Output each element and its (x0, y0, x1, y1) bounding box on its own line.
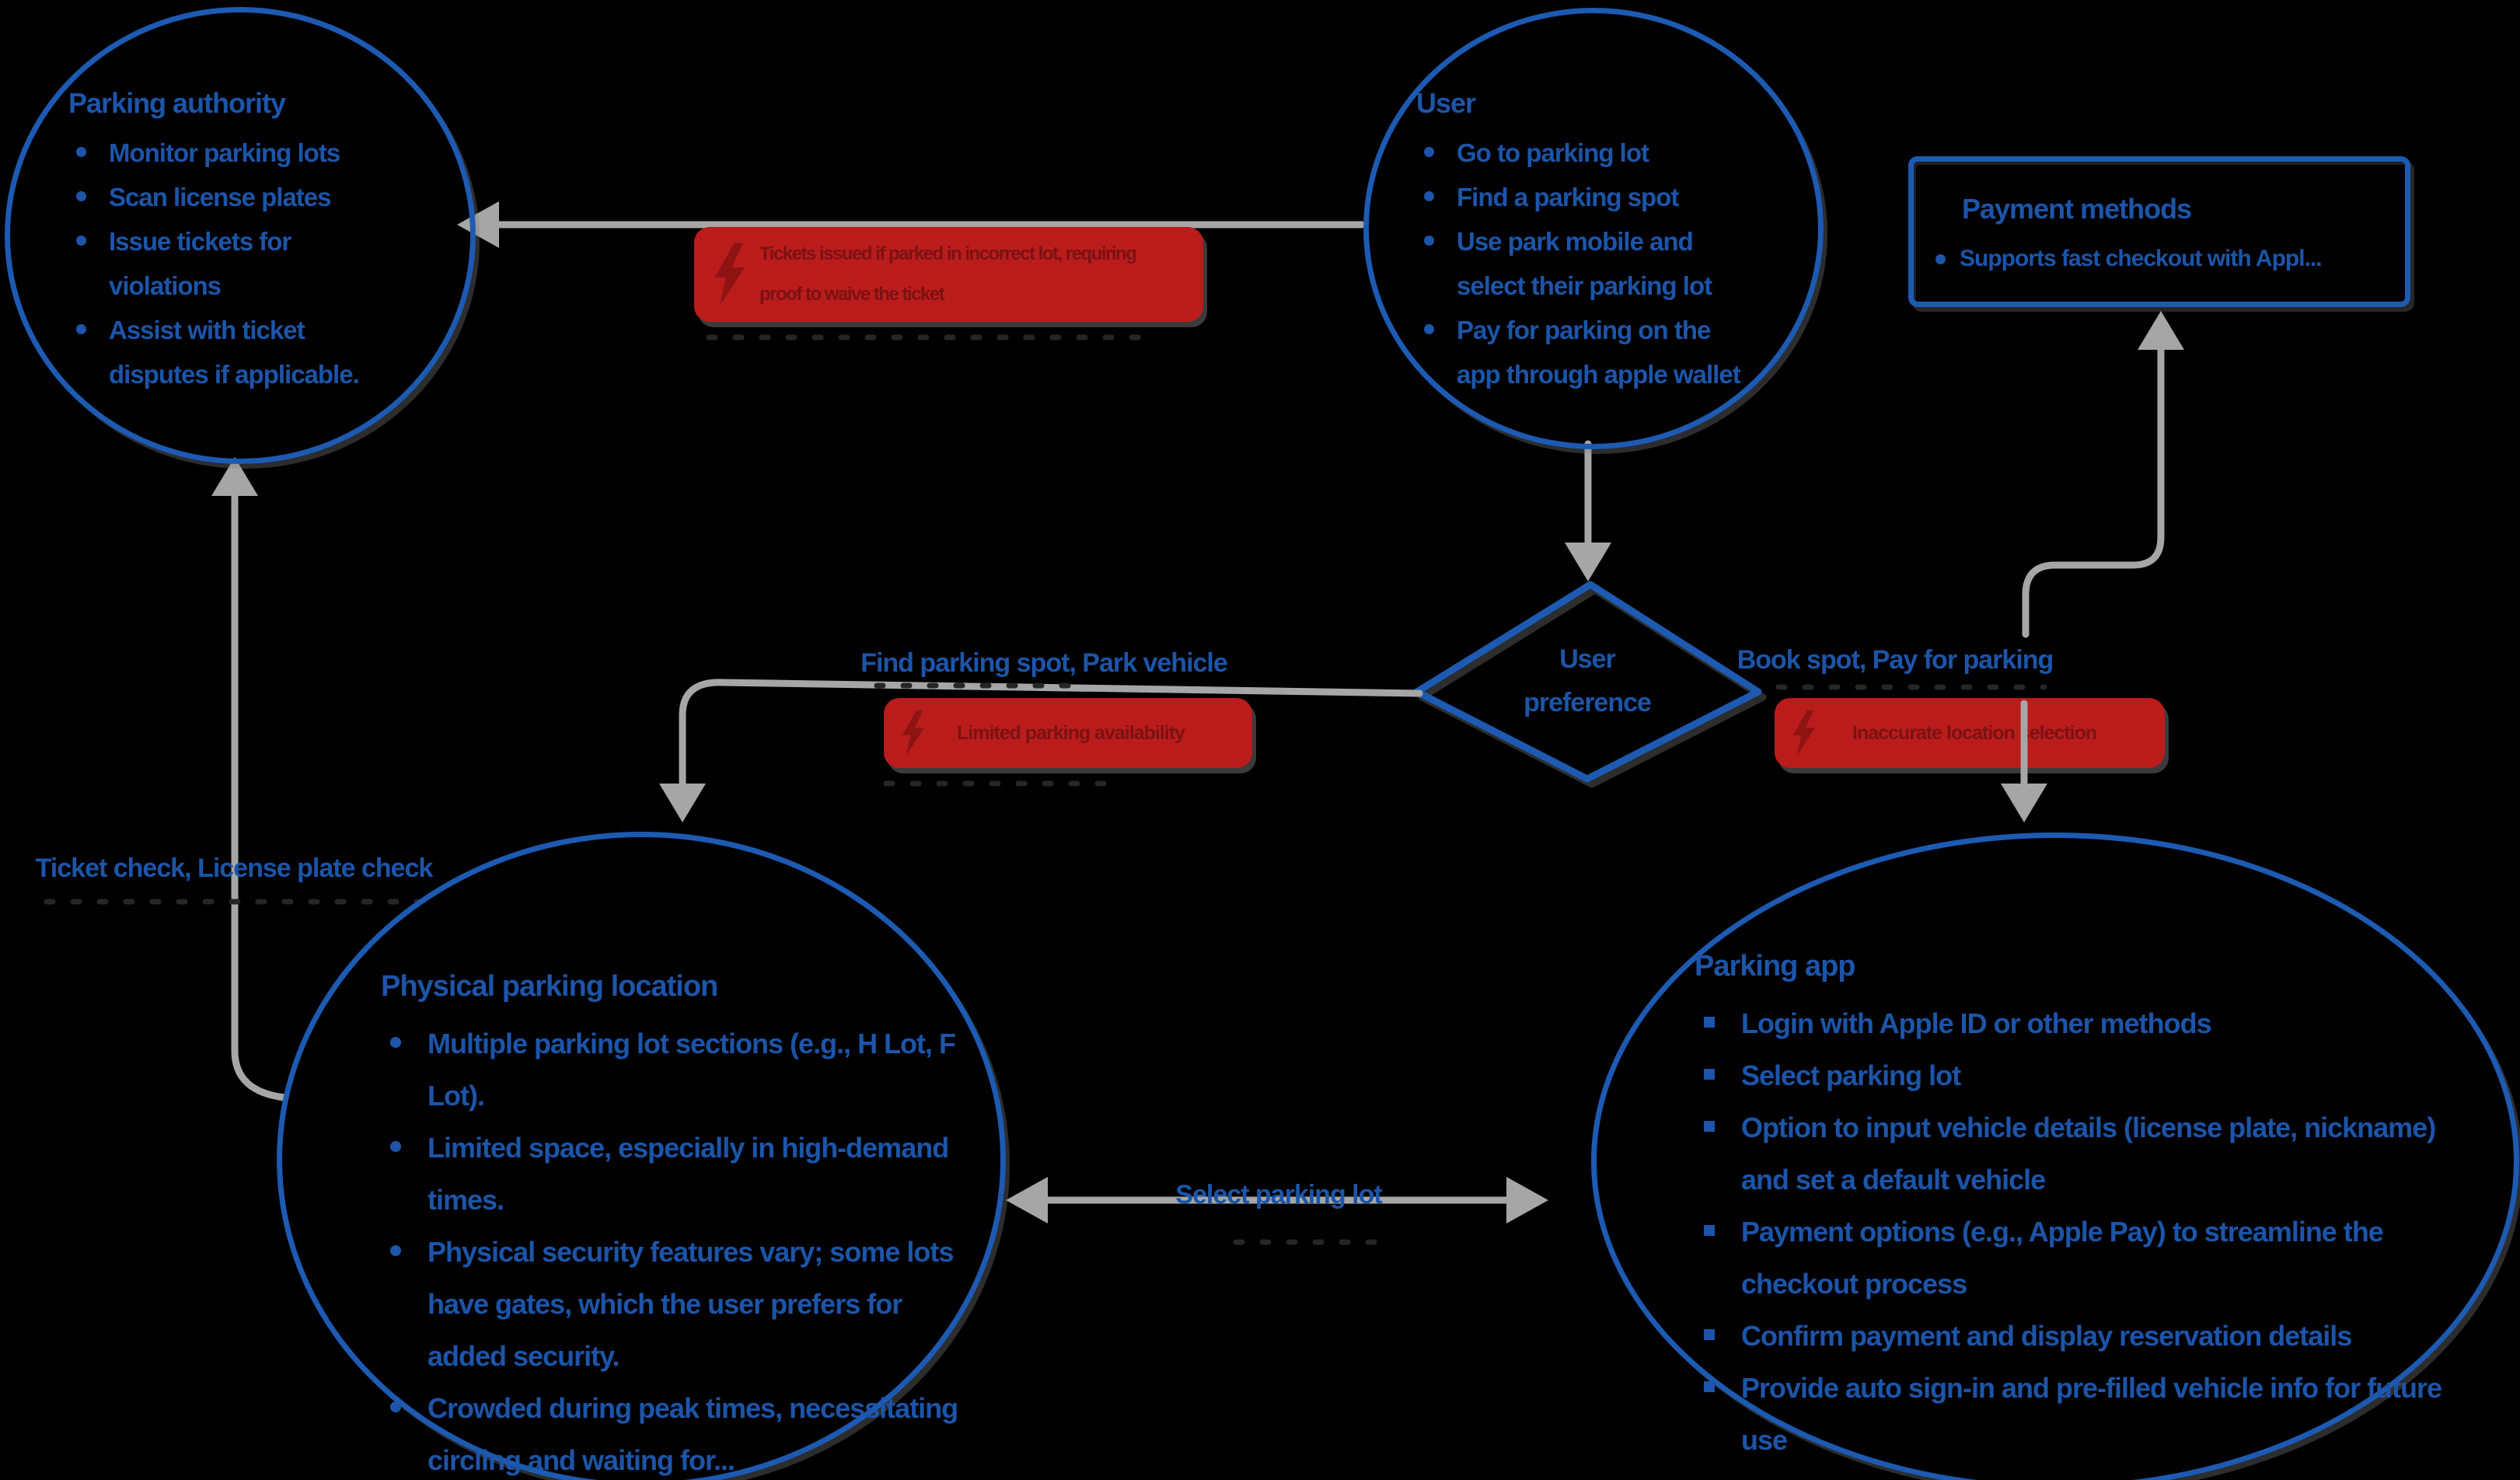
bullet-dot-icon (1424, 236, 1434, 246)
list-item-text: Assist with ticket disputes if applicabl… (109, 316, 360, 389)
list-item: Provide auto sign-in and pre-filled vehi… (1695, 1362, 2487, 1466)
bullet-dot-icon (76, 324, 86, 334)
edge-label-select-lot: Select parking lot (1175, 1180, 1382, 1209)
list-item-text: Limited space, especially in high-demand… (428, 1132, 949, 1216)
user-node (1363, 8, 1824, 449)
arrowhead-left-icon (457, 201, 499, 248)
arrow-physical-to-parking-authority (231, 494, 288, 1101)
lightning-icon (902, 710, 925, 756)
arrowhead-up-icon (2138, 311, 2184, 350)
list-item: Supports fast checkout with Appl... (1914, 246, 2405, 272)
list-item-text: Confirm payment and display reservation … (1741, 1320, 2352, 1352)
bullet-dot-icon (1424, 324, 1434, 334)
list-item-text: Multiple parking lot sections (e.g., H L… (428, 1028, 956, 1112)
arrowhead-up-icon (211, 457, 258, 496)
callout-text: Limited parking availability (957, 721, 1185, 744)
arrow-preference-to-physical (679, 679, 1423, 787)
bullet-dot-icon (76, 147, 86, 157)
node-title: Parking app (1695, 950, 1856, 983)
list-item: Physical security features vary; some lo… (381, 1226, 987, 1382)
bullet-dot-icon (390, 1037, 401, 1048)
arrowhead-down-icon (2001, 784, 2047, 822)
list-item-text: Crowded during peak times, necessitating… (428, 1392, 958, 1476)
physical-parking-location-node (277, 832, 1006, 1480)
list-item-text: Monitor parking lots (109, 138, 340, 167)
list-item: Limited space, especially in high-demand… (381, 1122, 987, 1226)
edge-label-ticket-check: Ticket check, License plate check (35, 853, 434, 883)
parking-app-content: Parking app Login with Apple ID or other… (1695, 950, 2487, 1466)
list-item: Assist with ticket disputes if applicabl… (68, 308, 395, 396)
callout-inaccurate-location: Inaccurate location selection (1775, 698, 2165, 768)
parking-authority-content: Parking authority Monitor parking lots S… (68, 87, 395, 396)
node-title: Parking authority (68, 87, 286, 119)
list-item-text: Go to parking lot (1457, 138, 1649, 167)
bullet-dot-icon (1935, 253, 1946, 264)
bullet-square-icon (1704, 1225, 1715, 1236)
list-item: Login with Apple ID or other methods (1695, 997, 2487, 1049)
list-item: Monitor parking lots (68, 131, 395, 175)
bullet-dot-icon (1424, 191, 1434, 201)
bullet-square-icon (1704, 1069, 1715, 1080)
list-item: Issue tickets for violations (68, 219, 395, 308)
list-item-text: Physical security features vary; some lo… (428, 1236, 954, 1372)
list-item-text: Use park mobile and select their parking… (1457, 227, 1712, 300)
payment-methods-node: Payment methods Supports fast checkout w… (1908, 156, 2410, 307)
bullet-square-icon (1704, 1121, 1715, 1132)
list-item-text: Payment options (e.g., Apple Pay) to str… (1741, 1216, 2384, 1300)
callout-tickets-issued: Tickets issued if parked in incorrect lo… (694, 227, 1203, 322)
bullet-square-icon (1704, 1017, 1715, 1028)
bullet-dot-icon (76, 236, 86, 246)
list-item-text: Pay for parking on the app through apple… (1457, 316, 1741, 389)
bullet-dot-icon (76, 191, 86, 201)
arrowhead-down-icon (1565, 543, 1611, 581)
arrow-to-payment-methods (2022, 346, 2165, 638)
parking-authority-node (5, 7, 476, 464)
list-item-text: Login with Apple ID or other methods (1741, 1007, 2212, 1039)
list-item: Go to parking lot (1416, 131, 1758, 175)
list-item-text: Select parking lot (1741, 1059, 1961, 1091)
callout-text: Tickets issued if parked in incorrect lo… (759, 243, 1137, 305)
bullet-dot-icon (390, 1245, 401, 1256)
node-title: Payment methods (1962, 193, 2192, 225)
list-item: Select parking lot (1695, 1049, 2487, 1101)
user-preference-decision-diamond (1413, 581, 1762, 783)
edge-label-book-pay: Book spot, Pay for parking (1736, 645, 2054, 675)
list-item: Use park mobile and select their parking… (1416, 219, 1758, 308)
list-item-text: Provide auto sign-in and pre-filled vehi… (1741, 1372, 2442, 1456)
list-item: Pay for parking on the app through apple… (1416, 308, 1758, 396)
physical-parking-location-content: Physical parking location Multiple parki… (381, 970, 987, 1480)
lightning-icon (714, 243, 745, 306)
arrowhead-down-icon (659, 784, 706, 822)
user-content: User Go to parking lot Find a parking sp… (1416, 87, 1758, 396)
list-item-text: Issue tickets for violations (109, 227, 291, 300)
node-title: User (1416, 87, 1476, 119)
arrowhead-right-icon (1506, 1177, 1548, 1223)
parking-app-node (1591, 832, 2519, 1480)
list-item: Find a parking spot (1416, 175, 1758, 219)
user-preference-node-label: User preference (1524, 644, 1652, 717)
edge-label-find-park: Find parking spot, Park vehicle (860, 648, 1228, 678)
lightning-icon (1792, 710, 1816, 756)
bullet-dot-icon (1424, 147, 1434, 157)
list-item: Scan license plates (68, 175, 395, 219)
bullet-dot-icon (390, 1401, 401, 1412)
list-item: Option to input vehicle details (license… (1695, 1101, 2487, 1206)
bullet-square-icon (1704, 1381, 1715, 1392)
list-item: Multiple parking lot sections (e.g., H L… (381, 1018, 987, 1122)
arrowhead-left-icon (1006, 1177, 1048, 1223)
list-item-text: Find a parking spot (1457, 183, 1679, 211)
callout-limited-parking: Limited parking availability (884, 698, 1252, 768)
list-item: Confirm payment and display reservation … (1695, 1310, 2487, 1362)
list-item-text: Option to input vehicle details (license… (1741, 1112, 2436, 1196)
bullet-dot-icon (390, 1141, 401, 1152)
list-item: Crowded during peak times, necessitating… (381, 1382, 987, 1480)
list-item: Payment options (e.g., Apple Pay) to str… (1695, 1206, 2487, 1310)
list-item-text: Scan license plates (109, 183, 331, 211)
callout-text: Inaccurate location selection (1852, 721, 2097, 744)
bullet-square-icon (1704, 1329, 1715, 1340)
list-item-text: Supports fast checkout with Appl... (1960, 246, 2323, 271)
node-title: Physical parking location (381, 970, 718, 1003)
